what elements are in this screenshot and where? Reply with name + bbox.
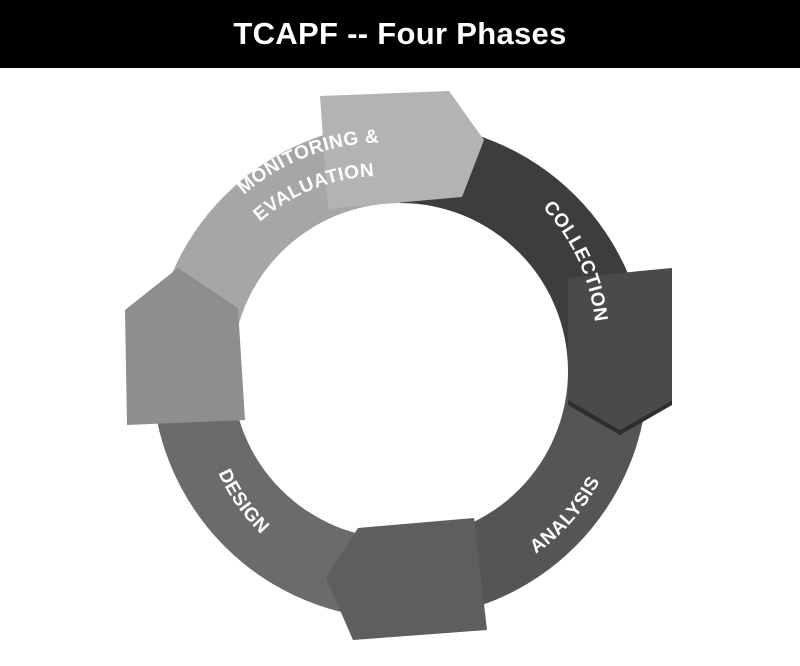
monitoring-evaluation-arrowhead [320, 91, 484, 209]
title-bar: TCAPF -- Four Phases [0, 0, 800, 68]
page-title: TCAPF -- Four Phases [233, 16, 567, 51]
design-segment [152, 371, 400, 619]
design-arrowhead [125, 268, 245, 425]
cycle-diagram: MONITORING & EVALUATION COLLECTION ANALY… [125, 91, 672, 640]
collection-arrowhead [568, 268, 672, 430]
analysis-arrowhead [326, 518, 487, 640]
